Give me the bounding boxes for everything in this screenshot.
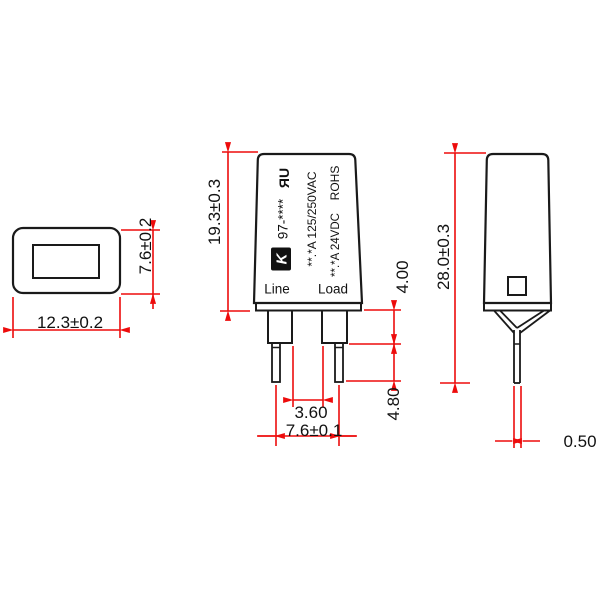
front-pin-length-dimensions: 4.00 4.80 (346, 260, 412, 421)
front-body-markings: K 97-**** ЯU **.*A 125/250VAC **.*A 24VD… (264, 166, 348, 297)
top-view-inner-window (32, 244, 100, 279)
dimension-text-shoulder: 4.00 (393, 260, 412, 293)
dimension-text-pin-pitch: 7.6±0.1 (286, 421, 343, 440)
load-terminal-label: Load (318, 282, 348, 297)
logo-background (271, 247, 291, 271)
dimension-text-top-height: 7.6±0.2 (136, 218, 155, 275)
front-right-pin-tip (334, 342, 344, 383)
front-right-pin-shoulder (321, 309, 348, 344)
rohs-text: ROHS (328, 166, 342, 201)
side-view: 28.0±0.3 0.50 (434, 143, 597, 451)
front-pin-pitch-dimension: 7.6±0.1 (257, 385, 357, 446)
top-view-width-dimension: 12.3±0.2 (3, 297, 130, 338)
pin-leg-line (516, 309, 545, 329)
front-base-flange (255, 302, 362, 312)
dc-rating-text: **.*A 24VDC (330, 213, 342, 277)
front-height-dimension: 19.3±0.3 (205, 142, 258, 321)
dimension-text-body-height: 19.3±0.3 (205, 179, 224, 245)
model-number-text: 97-**** (276, 198, 291, 239)
front-left-pin-shoulder (267, 309, 293, 344)
side-body-outline (482, 152, 553, 305)
side-pin-thickness-dimension: 0.50 (495, 386, 597, 451)
dimension-text-top-width: 12.3±0.2 (37, 313, 103, 332)
dimension-text-pin-thickness: 0.50 (563, 432, 596, 451)
pin-leg-line (499, 309, 518, 329)
top-view-outer-outline (11, 226, 122, 295)
side-base-flange (483, 302, 552, 312)
side-total-height-dimension: 28.0±0.3 (434, 143, 486, 393)
front-pin-gap-dimension: 3.60 (283, 346, 333, 422)
pin-leg-line (493, 309, 515, 334)
pin-leg-line (519, 309, 551, 334)
ac-rating-text: **.*A 125/250VAC (305, 171, 319, 267)
dimension-text-total-height: 28.0±0.3 (434, 224, 453, 290)
top-view: 7.6±0.2 12.3±0.2 (3, 218, 160, 338)
logo-letter: K (273, 252, 290, 264)
line-terminal-label: Line (264, 282, 290, 297)
dimension-text-pin-tip: 4.80 (384, 387, 403, 420)
side-pin-legs (493, 309, 551, 384)
ul-recognized-mark: ЯU (276, 168, 292, 188)
manufacturer-logo-icon: K (271, 247, 291, 271)
front-view: K 97-**** ЯU **.*A 125/250VAC **.*A 24VD… (205, 142, 412, 446)
front-left-pin-tip (271, 342, 281, 383)
dimension-text-pin-gap: 3.60 (294, 403, 327, 422)
top-view-height-dimension: 7.6±0.2 (121, 218, 160, 309)
side-square-hole (507, 276, 527, 296)
